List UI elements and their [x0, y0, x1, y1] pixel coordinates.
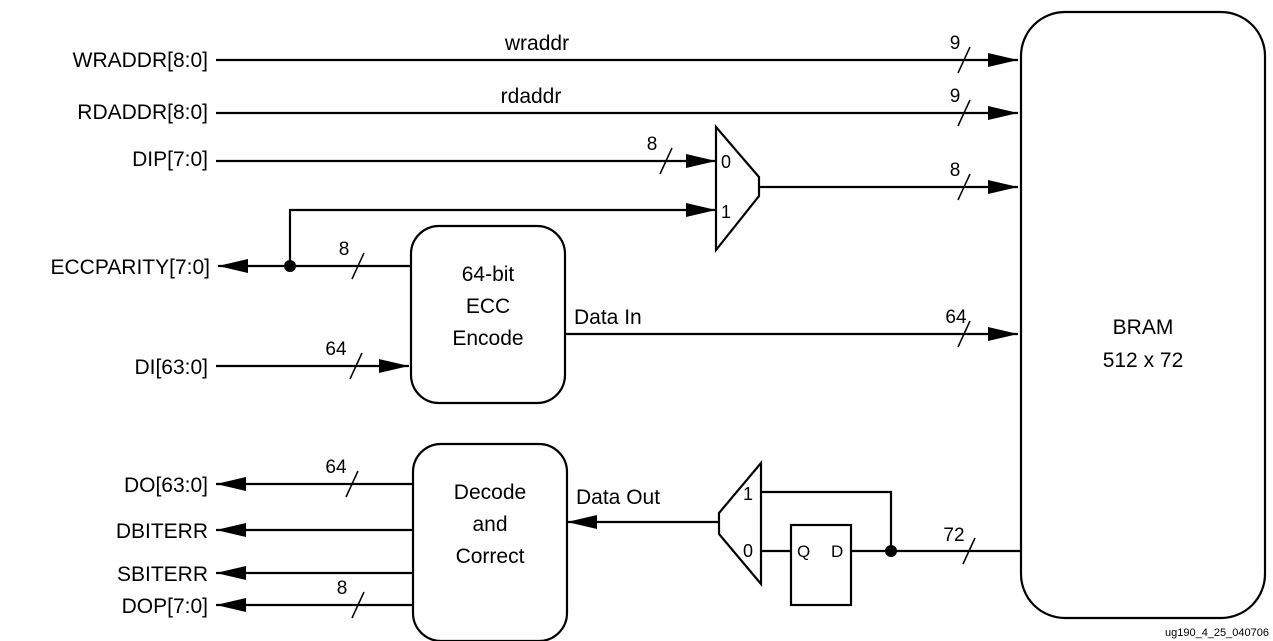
wraddr-signal-label: wraddr: [504, 32, 569, 55]
mux-out-bus-width: 8: [950, 160, 961, 181]
data-in-bus-slash: [957, 320, 971, 348]
wraddr-bus-slash: [957, 46, 971, 74]
rdaddr-input-label: RDADDR[8:0]: [77, 101, 208, 124]
rdaddr-signal-label: rdaddr: [501, 85, 562, 108]
parity-bus-width: 8: [339, 239, 350, 260]
wraddr-bus-width: 9: [950, 33, 961, 54]
decode-correct-block: [411, 442, 569, 641]
dip-input-label: DIP[7:0]: [132, 148, 208, 171]
output-mux-in1-label: 1: [743, 484, 753, 504]
di-bus-width: 64: [325, 339, 347, 360]
wraddr-input-label: WRADDR[8:0]: [73, 49, 208, 72]
rdaddr-bus-slash: [957, 99, 971, 127]
register-q-label: Q: [797, 542, 810, 561]
data-in-label: Data In: [574, 306, 642, 329]
bram-label: BRAM: [1113, 316, 1174, 339]
di-input-label: DI[63:0]: [134, 356, 208, 379]
dbiterr-output-label: DBITERR: [116, 520, 208, 543]
dop-output-label: DOP[7:0]: [122, 595, 208, 618]
parity-to-mux-wire: [288, 203, 716, 266]
output-mux-in0-label: 0: [743, 541, 753, 561]
rdaddr-bus-width: 9: [950, 86, 961, 107]
decoder-label-line1: Decode: [454, 481, 526, 504]
mux-out-bus-slash: [957, 173, 971, 201]
dop-bus-slash: [351, 591, 365, 619]
output-register: [789, 523, 853, 607]
bram-out-bus-width: 72: [943, 525, 964, 546]
encoder-label-line2: ECC: [466, 295, 510, 318]
input-mux-in0-label: 0: [721, 152, 731, 172]
dip-bus-slash: [659, 147, 673, 175]
di-bus-slash: [349, 352, 363, 380]
dip-bus-width: 8: [647, 134, 658, 155]
input-mux-in1-label: 1: [721, 202, 731, 222]
do-bus-slash: [345, 470, 359, 498]
parity-junction-dot: [284, 260, 296, 272]
sbiterr-output-label: SBITERR: [117, 563, 208, 586]
encoder-label-line1: 64-bit: [462, 263, 515, 286]
decoder-label-line3: Correct: [456, 545, 525, 568]
encoder-label-line3: Encode: [452, 327, 523, 350]
eccparity-output-label: ECCPARITY[7:0]: [51, 256, 211, 279]
input-mux: [714, 124, 761, 254]
bypass-to-mux-wire: [761, 490, 893, 551]
parity-bus-slash: [351, 252, 365, 280]
register-d-label: D: [831, 542, 843, 561]
bram-size-label: 512 x 72: [1103, 349, 1184, 372]
figure-reference: ug190_4_25_040706: [1165, 627, 1269, 639]
ecc-encoder-block: [409, 224, 567, 405]
bram-block: [1019, 10, 1267, 620]
bram-out-bus-slash: [962, 537, 976, 565]
data-in-bus-width: 64: [945, 307, 967, 328]
decoder-label-line2: and: [472, 513, 507, 536]
data-out-label: Data Out: [576, 486, 660, 509]
do-output-label: DO[63:0]: [124, 474, 208, 497]
output-mux: [717, 459, 763, 588]
do-bus-width: 64: [325, 457, 347, 478]
dop-bus-width: 8: [337, 578, 348, 599]
